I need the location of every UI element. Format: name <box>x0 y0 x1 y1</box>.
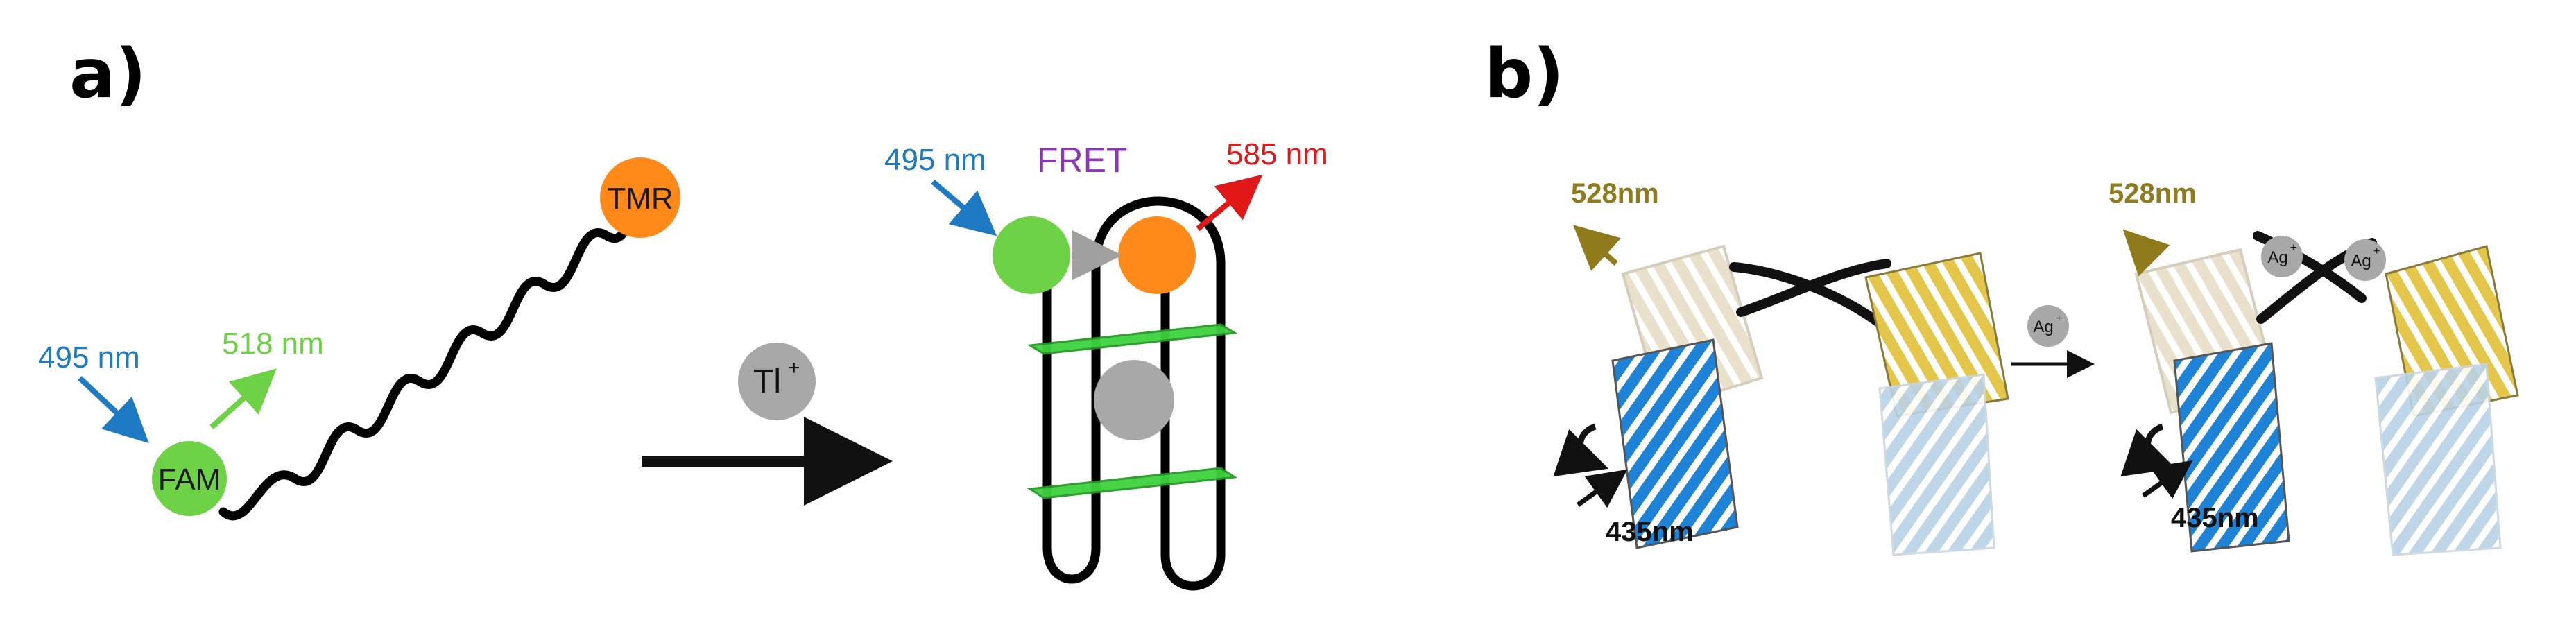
ag-ion-bound-2 <box>2344 239 2386 281</box>
excitation-arrow-left <box>78 376 149 443</box>
emission-arrow-right <box>1196 174 1263 232</box>
ag-ion-reagent-charge: + <box>2056 313 2062 325</box>
fam-donor-dye-folded <box>993 216 1070 294</box>
ag-ion-bound-2-charge: + <box>2373 246 2380 257</box>
g-quartet-top <box>1027 323 1238 355</box>
emission-arrow-left <box>209 368 277 429</box>
bound-tl-ion <box>1094 360 1174 440</box>
excitation-arrow-right <box>931 179 997 236</box>
ag-ion-bound-1-label: Ag <box>2267 248 2287 267</box>
excitation-label-b-left: 435nm <box>1606 517 1694 547</box>
linker-crossed-left-b <box>1736 259 1891 317</box>
quadruplex-strand <box>1042 196 1226 591</box>
emission-arrow-b-left <box>1573 225 1622 271</box>
dna-strand-unfolded <box>218 203 636 521</box>
fret-label: FRET <box>1037 141 1128 180</box>
tmr-acceptor-dye <box>600 157 680 238</box>
tl-ion-charge: + <box>788 356 800 379</box>
excitation-arrow-b-left <box>1576 469 1628 508</box>
ag-ion-reagent-label: Ag <box>2033 318 2053 336</box>
panel-a: a) FAM TMR 495 nm 518 nm Tl + FRET 495 n… <box>38 35 1328 591</box>
panel-a-label: a) <box>69 35 146 114</box>
ag-ion-bound-1 <box>2261 236 2303 277</box>
fam-label: FAM <box>158 463 221 497</box>
fp-construct-bound <box>2120 231 2519 556</box>
g-quartet-bottom <box>1027 467 1238 499</box>
pale-blue-barrel-right <box>2374 363 2502 556</box>
emission-label-left: 518 nm <box>222 327 324 361</box>
fam-donor-dye <box>152 441 227 516</box>
excitation-arrow-b-right <box>2141 460 2193 499</box>
tl-ion <box>738 343 816 420</box>
tmr-acceptor-dye-folded <box>1118 216 1196 294</box>
curl-arrow-left <box>1553 423 1609 477</box>
emission-label-right: 585 nm <box>1226 137 1328 171</box>
tmr-label: TMR <box>607 182 673 216</box>
ag-ion-reagent <box>2027 305 2069 347</box>
panel-b: b) 528nm 435nm Ag + <box>1484 35 2519 556</box>
blue-barrel-left <box>1611 338 1739 549</box>
pale-blue-barrel-left <box>1878 373 1995 556</box>
linker-crossed-left-a <box>1729 262 1888 331</box>
curl-arrow-right <box>2120 423 2176 477</box>
excitation-label-right: 495 nm <box>884 143 986 177</box>
panel-b-label: b) <box>1484 35 1564 114</box>
emission-arrow-b-right <box>2122 229 2170 277</box>
ag-ion-bound-1-charge: + <box>2290 242 2296 254</box>
fp-construct-unbound <box>1553 244 2009 556</box>
excitation-label-left: 495 nm <box>38 341 140 374</box>
tl-ion-label: Tl <box>753 363 781 400</box>
ag-ion-bound-2-label: Ag <box>2351 252 2371 270</box>
emission-label-b-right: 528nm <box>2109 178 2197 209</box>
emission-label-b-left: 528nm <box>1571 178 1659 209</box>
excitation-label-b-right: 435nm <box>2171 503 2259 533</box>
